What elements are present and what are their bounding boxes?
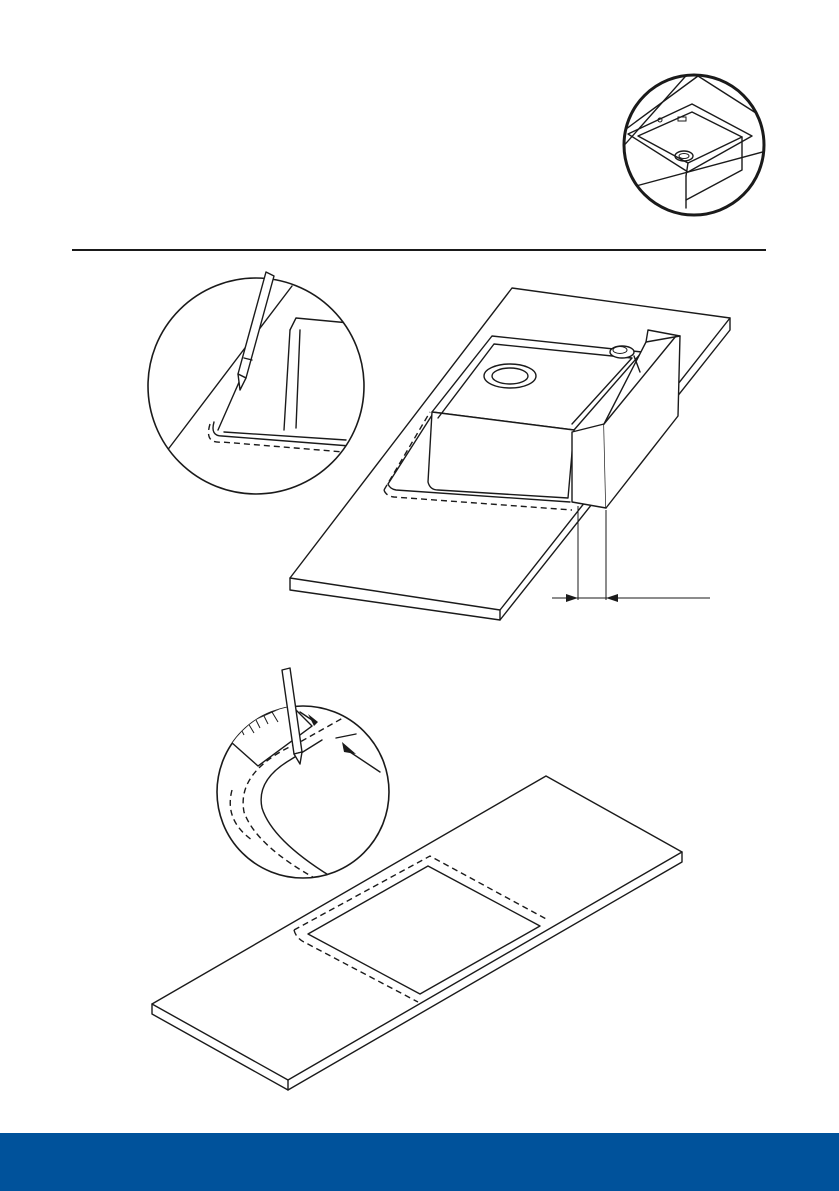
worktop-slab-bottom [152,776,682,1090]
sink-body [428,330,680,508]
detail-circle-bottom [217,668,389,880]
inset-circle [620,60,770,215]
marking-line [384,412,572,510]
dimension-marker [552,506,710,602]
pencil-icon-2 [282,668,302,764]
detail-circle-top [148,272,364,494]
section-divider [72,249,766,251]
pencil-icon [238,272,274,390]
footer-bar [0,1133,839,1191]
worktop-slab-top [290,288,730,620]
